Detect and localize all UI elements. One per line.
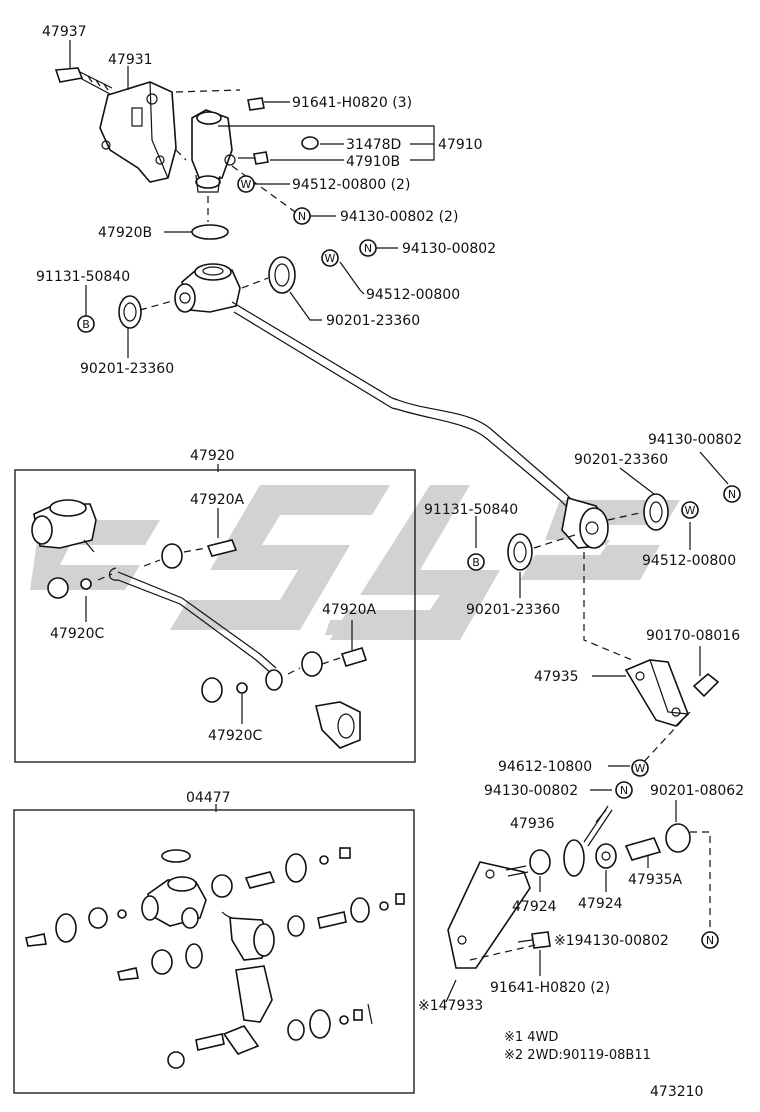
label-147933: ※147933: [418, 998, 483, 1014]
label-91641-h0820-3: 91641-H0820 (3): [292, 95, 412, 111]
plug-31478d: [301, 136, 319, 150]
bolt-47937: [54, 67, 113, 95]
svg-text:N: N: [728, 488, 736, 501]
svg-text:W: W: [325, 252, 336, 265]
bracket-47931: [99, 81, 177, 183]
gasket-90201-right: [643, 493, 669, 531]
bracket-47935: [624, 659, 689, 727]
label-47920c-lower: 47920C: [208, 728, 263, 744]
label-90201-23360-lower: 90201-23360: [466, 602, 560, 618]
label-194130-00802: ※194130-00802: [554, 933, 669, 949]
vacuum-rod: [231, 301, 567, 501]
label-47920c-upper: 47920C: [50, 626, 105, 642]
bushing-47924-left: [529, 849, 551, 875]
label-47931: 47931: [108, 52, 153, 68]
label-31478d: 31478D: [346, 137, 401, 153]
label-90201-23360-upper: 90201-23360: [326, 313, 420, 329]
label-94512-00800-lower: 94512-00800: [642, 553, 736, 569]
label-90201-23360-left: 90201-23360: [80, 361, 174, 377]
label-94130-00802-lower: 94130-00802: [484, 783, 578, 799]
label-94512-00800-upper: 94512-00800: [366, 287, 460, 303]
label-94512-00800-2: 94512-00800 (2): [292, 177, 410, 193]
label-91641-h0820-2: 91641-H0820 (2): [490, 980, 610, 996]
bracket-147933: [447, 861, 531, 969]
kit-04477-contents: [25, 847, 405, 1069]
bushing-47924-right: [595, 843, 617, 869]
label-47935a: 47935A: [628, 872, 683, 888]
label-90201-08062: 90201-08062: [650, 783, 744, 799]
callout-w-lower: W: [631, 759, 649, 777]
note-2wd: ※2 2WD:90119-08B11: [504, 1048, 651, 1063]
label-47935: 47935: [534, 669, 579, 685]
label-94130-00802-right: 94130-00802: [648, 432, 742, 448]
label-47936: 47936: [510, 816, 555, 832]
label-47937: 47937: [42, 24, 87, 40]
label-04477: 04477: [186, 790, 231, 806]
label-47920: 47920: [190, 448, 235, 464]
callout-n-bottom: N: [701, 931, 719, 949]
bolt-147933-side: [505, 865, 529, 877]
bushing-90170: [692, 672, 720, 698]
label-47920a-lower: 47920A: [322, 602, 377, 618]
washer-90201-08062: [665, 823, 691, 853]
label-90201-23360-right: 90201-23360: [574, 452, 668, 468]
gasket-90201-lower: [507, 533, 533, 571]
union-fitting-47920: [174, 263, 241, 313]
svg-text:N: N: [364, 242, 372, 255]
svg-text:B: B: [472, 556, 480, 569]
svg-text:N: N: [706, 934, 714, 947]
svg-text:B: B: [82, 318, 90, 331]
svg-text:W: W: [635, 762, 646, 775]
kit-box-04477: [13, 809, 415, 1094]
gasket-90201-left: [118, 295, 142, 329]
figure-number: 473210: [650, 1084, 703, 1100]
kit-box-47920: [14, 469, 416, 763]
callout-n-lower: N: [615, 781, 633, 799]
svg-text:N: N: [298, 210, 306, 223]
screw-47910b: [238, 151, 269, 165]
callout-w-right: W: [681, 501, 699, 519]
svg-text:W: W: [685, 504, 696, 517]
callout-w-top: W: [237, 175, 255, 193]
label-94612-10800: 94612-10800: [498, 759, 592, 775]
callout-w-mid: W: [321, 249, 339, 267]
callout-n-mid: N: [359, 239, 377, 257]
label-94130-00802-2: 94130-00802 (2): [340, 209, 458, 225]
note-4wd: ※1 4WD: [504, 1030, 558, 1045]
label-47910b: 47910B: [346, 154, 400, 170]
label-94130-00802-upper: 94130-00802: [402, 241, 496, 257]
label-47920b: 47920B: [98, 225, 152, 241]
sleeve-47935a: [624, 837, 662, 861]
label-90170-08016: 90170-08016: [646, 628, 740, 644]
label-47924-left: 47924: [512, 899, 557, 915]
o-ring-47920b: [191, 224, 229, 240]
label-47910: 47910: [438, 137, 483, 153]
svg-text:N: N: [620, 784, 628, 797]
kit-47920-contents: [31, 499, 368, 749]
label-47924-right: 47924: [578, 896, 623, 912]
bolt-91641-lower: [517, 931, 551, 949]
valve-47910: [191, 109, 236, 193]
callout-n-right: N: [723, 485, 741, 503]
label-91131-50840-upper: 91131-50840: [36, 269, 130, 285]
callout-b-lower: B: [467, 553, 485, 571]
bolt-91641-small: [247, 97, 265, 111]
gasket-90201-upper: [268, 256, 296, 294]
svg-text:W: W: [241, 178, 252, 191]
callout-n-top: N: [293, 207, 311, 225]
label-47920a-upper: 47920A: [190, 492, 245, 508]
callout-b-top: B: [77, 315, 95, 333]
label-91131-50840-lower: 91131-50840: [424, 502, 518, 518]
